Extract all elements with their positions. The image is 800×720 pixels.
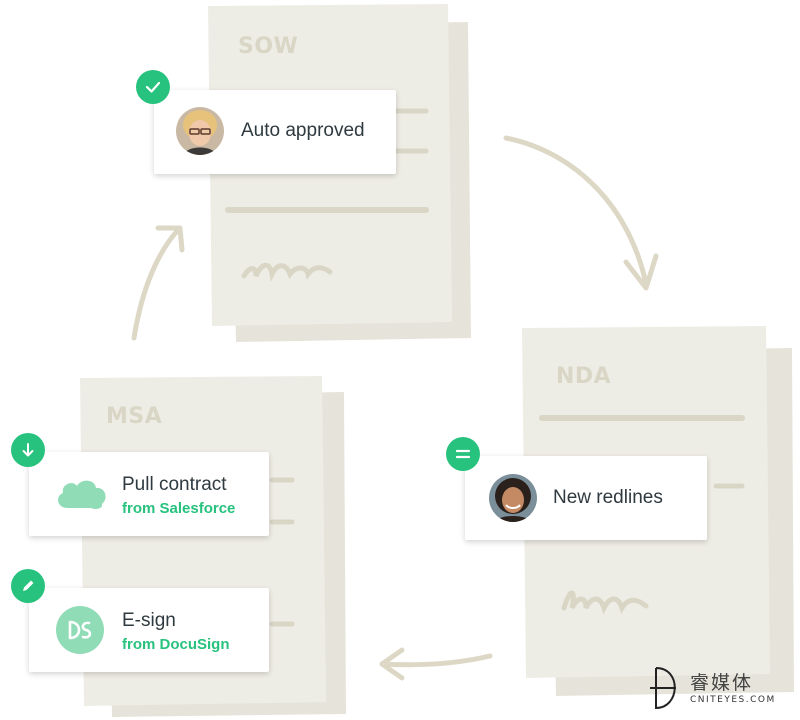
watermark-text: CNITEYES.COM bbox=[690, 695, 776, 705]
nda-signature bbox=[561, 590, 649, 615]
watermark-glyphs: 睿媒体 bbox=[690, 672, 754, 694]
arrow-sow-to-nda bbox=[503, 135, 659, 291]
docusign-icon bbox=[56, 606, 104, 659]
sow-title: SOW bbox=[238, 34, 299, 59]
sow-signature bbox=[241, 262, 333, 282]
msa-title: MSA bbox=[106, 404, 163, 429]
avatar bbox=[176, 107, 224, 155]
watermark: 睿媒体 CNITEYES.COM bbox=[650, 664, 796, 712]
esign-source: from DocuSign bbox=[122, 636, 230, 653]
pull-contract-card[interactable]: Pull contract from Salesforce bbox=[29, 452, 269, 536]
new-redlines-label: New redlines bbox=[553, 487, 663, 508]
pull-contract-source: from Salesforce bbox=[122, 500, 236, 517]
esign-card[interactable]: E-sign from DocuSign bbox=[29, 588, 269, 672]
arrow-msa-to-sow bbox=[131, 225, 185, 341]
sow-document: SOW bbox=[206, 4, 474, 344]
auto-approved-label: Auto approved bbox=[241, 120, 365, 141]
watermark-logo-icon bbox=[650, 667, 676, 710]
nda-title: NDA bbox=[556, 364, 612, 389]
equals-icon bbox=[446, 437, 480, 471]
avatar bbox=[489, 474, 537, 522]
check-icon bbox=[136, 70, 170, 104]
new-redlines-card[interactable]: New redlines bbox=[465, 456, 707, 540]
salesforce-cloud-icon bbox=[55, 476, 107, 515]
auto-approved-card[interactable]: Auto approved bbox=[154, 90, 396, 174]
esign-label: E-sign bbox=[122, 610, 176, 631]
pencil-icon bbox=[11, 569, 45, 603]
arrow-nda-to-msa bbox=[379, 647, 493, 681]
download-arrow-icon bbox=[11, 433, 45, 467]
pull-contract-label: Pull contract bbox=[122, 474, 227, 495]
